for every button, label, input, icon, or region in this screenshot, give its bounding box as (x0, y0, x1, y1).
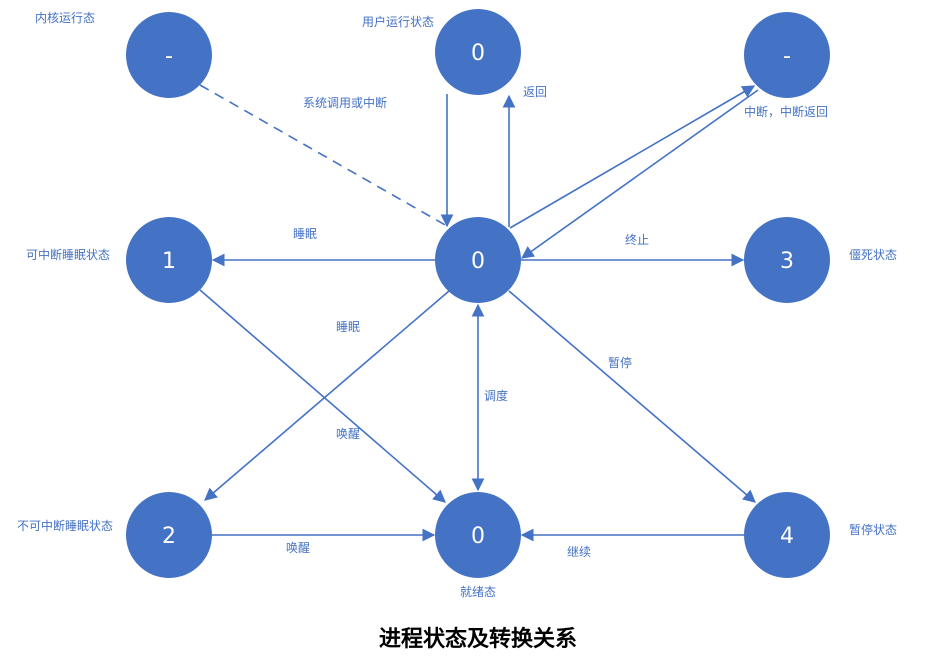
label-interruptible-sleep: 可中断睡眠状态 (26, 247, 110, 262)
diagram-title: 进程状态及转换关系 (379, 626, 577, 652)
node-ready (435, 492, 521, 578)
node-value: 1 (162, 249, 176, 274)
node-stopped (744, 492, 830, 578)
label-stopped: 暂停状态 (849, 522, 897, 537)
node-value: 3 (780, 249, 794, 274)
node-uninterruptible-sleep (126, 492, 212, 578)
node-value: 0 (471, 41, 485, 66)
edge-syscall-dashed (199, 84, 448, 227)
edge-label-sleep-left: 睡眠 (293, 227, 317, 241)
node-user-running (435, 9, 521, 95)
node-interrupt (744, 12, 830, 98)
edge-label-continue: 继续 (567, 545, 591, 559)
node-kernel-running (126, 12, 212, 98)
label-zombie: 僵死状态 (849, 248, 897, 262)
label-uninterruptible-sleep: 不可中断睡眠状态 (17, 518, 113, 533)
edge-interrupt-to-center (520, 89, 759, 259)
node-value: 0 (471, 524, 485, 549)
edge-label-terminate: 终止 (625, 232, 649, 247)
node-zombie (744, 217, 830, 303)
edge-label-schedule: 调度 (484, 388, 508, 403)
label-interrupt: 中断，中断返回 (744, 104, 828, 119)
label-user-running: 用户运行状态 (362, 14, 434, 29)
label-kernel-running: 内核运行态 (35, 11, 95, 25)
edge-label-wakeup-bottom: 唤醒 (286, 541, 310, 555)
edge-label-pause: 暂停 (608, 355, 632, 370)
node-value: 2 (162, 524, 176, 549)
node-value: 0 (471, 249, 485, 274)
edge-sleep-diag (204, 290, 450, 501)
edge-label-wakeup-diag: 唤醒 (336, 427, 360, 441)
edge-center-to-interrupt (509, 85, 756, 229)
edge-label-syscall: 系统调用或中断 (303, 95, 387, 110)
node-center (435, 217, 521, 303)
node-value: - (165, 44, 173, 69)
node-value: 4 (780, 524, 794, 549)
edge-label-return: 返回 (523, 85, 547, 99)
edge-pause (508, 290, 756, 503)
edge-label-sleep-diag: 睡眠 (336, 320, 360, 334)
node-interruptible-sleep (126, 217, 212, 303)
edge-wakeup-diag (199, 289, 446, 503)
node-value: - (783, 44, 791, 69)
label-ready: 就绪态 (460, 585, 496, 599)
